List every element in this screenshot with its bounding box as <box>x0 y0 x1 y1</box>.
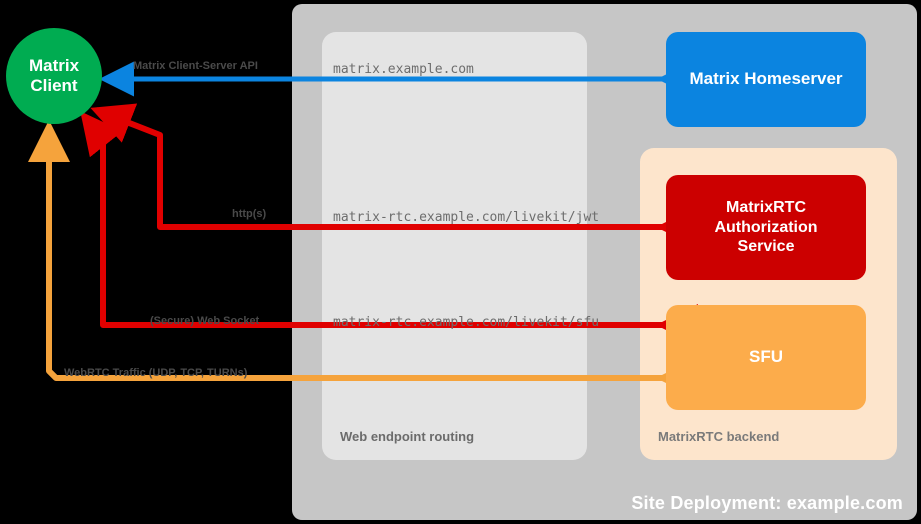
web-endpoint-routing-label: Web endpoint routing <box>340 429 475 444</box>
matrixrtc-authorization-service-node: MatrixRTC Authorization Service <box>666 175 866 280</box>
flow-protocol-label-matrix-cs-api: Matrix Client-Server API <box>133 60 258 72</box>
sfu-node: SFU <box>666 305 866 410</box>
sfu-label: SFU <box>749 347 783 367</box>
flow-protocol-label-webrtc: WebRTC Traffic (UDP, TCP, TURNs) <box>64 367 248 379</box>
site-deployment-label: Site Deployment: example.com <box>631 493 903 513</box>
flow-protocol-label-websocket: (Secure) Web Socket <box>150 315 260 327</box>
matrix-homeserver-node: Matrix Homeserver <box>666 32 866 127</box>
matrix-client-node: Matrix Client <box>6 28 102 124</box>
matrixrtc-backend-label: MatrixRTC backend <box>658 429 780 444</box>
flow-endpoint-label-jwt: matrix-rtc.example.com/livekit/jwt <box>333 210 600 225</box>
flow-endpoint-label-matrix: matrix.example.com <box>333 62 474 77</box>
matrix-client-label: Matrix Client <box>28 55 80 95</box>
matrixrtc-authorization-service-label: MatrixRTC Authorization Service <box>714 199 818 256</box>
flow-protocol-label-http: http(s) <box>232 208 267 220</box>
flow-endpoint-label-sfu: matrix-rtc.example.com/livekit/sfu <box>333 315 600 330</box>
matrix-homeserver-label: Matrix Homeserver <box>689 69 843 89</box>
link-webrtc-traffic <box>27 120 698 399</box>
